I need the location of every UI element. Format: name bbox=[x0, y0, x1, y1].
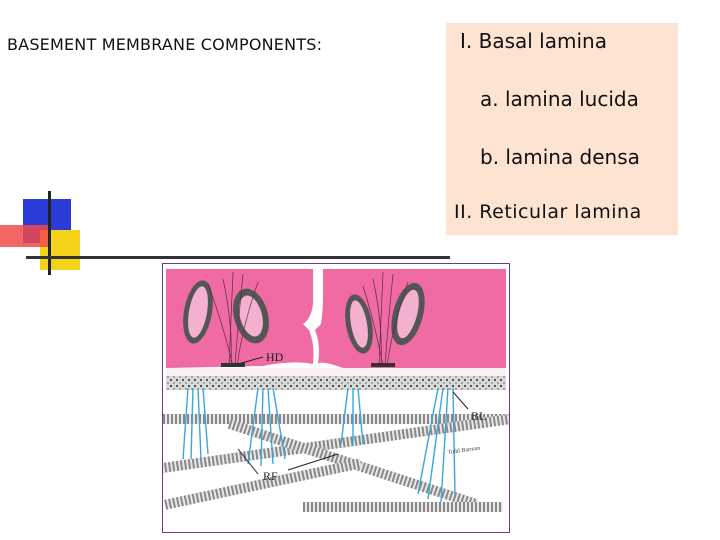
lamina-densa-band bbox=[166, 376, 506, 390]
lamina-lucida-band bbox=[166, 368, 506, 376]
bl-leader-line bbox=[452, 391, 469, 410]
decorative-squares bbox=[0, 191, 450, 275]
mitochondrion-4-inner bbox=[397, 289, 419, 339]
label-rf: RF bbox=[263, 469, 278, 483]
mitochondrion-1-inner bbox=[188, 286, 208, 338]
slide-title: BASEMENT MEMBRANE COMPONENTS: bbox=[7, 35, 323, 54]
outline-item-lamina-densa: b. lamina densa bbox=[480, 145, 640, 169]
keratin-filaments-right bbox=[362, 271, 409, 367]
collagen-fibers bbox=[163, 412, 509, 512]
outline-item-basal-lamina: I. Basal lamina bbox=[460, 29, 607, 53]
deco-horizontal-line bbox=[26, 256, 450, 259]
keratin-filaments-left bbox=[207, 271, 259, 367]
anchoring-fibrils bbox=[182, 387, 456, 503]
mitochondrion-3-inner bbox=[350, 300, 368, 348]
outline-item-reticular-lamina: II. Reticular lamina bbox=[454, 201, 642, 223]
outline-item-lamina-lucida: a. lamina lucida bbox=[480, 87, 639, 111]
rf-leader-line-2 bbox=[287, 453, 339, 471]
rf-leader-line-1 bbox=[237, 448, 259, 475]
basement-membrane-figure: HD BL RF Todd Barman bbox=[162, 263, 510, 533]
deco-vertical-line bbox=[48, 191, 51, 275]
outline-box: I. Basal lamina a. lamina lucida b. lami… bbox=[446, 23, 678, 235]
label-credit: Todd Barman bbox=[447, 445, 480, 455]
deco-red-bar bbox=[0, 225, 48, 247]
label-hd: HD bbox=[266, 350, 284, 364]
label-bl: BL bbox=[471, 409, 486, 423]
hemidesmosome-right bbox=[371, 363, 395, 367]
hemidesmosome-left bbox=[221, 363, 245, 367]
hd-leader-line bbox=[237, 356, 264, 365]
